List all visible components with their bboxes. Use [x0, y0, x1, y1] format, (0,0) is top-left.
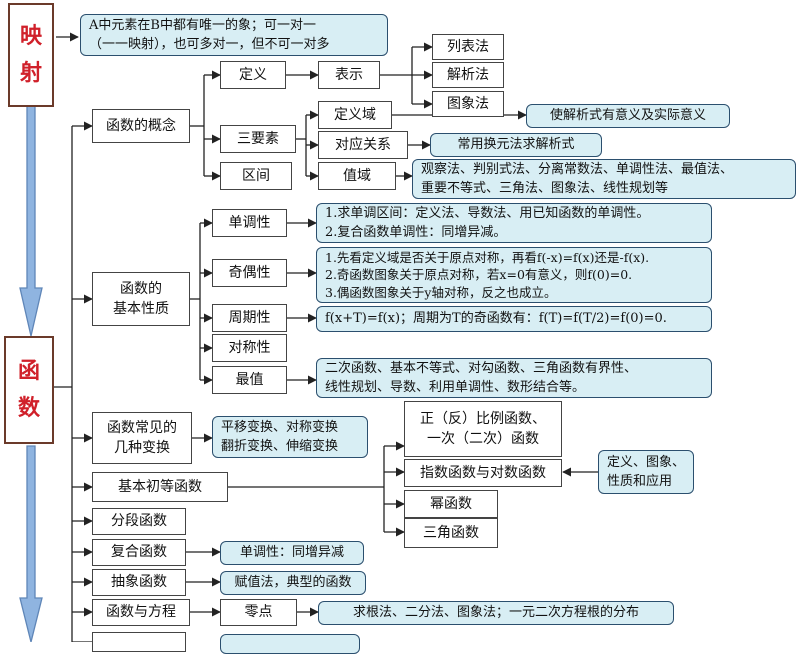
monotonicity-box: 单调性 [212, 209, 287, 237]
zero-box: 零点 [220, 599, 297, 626]
range-note-line-1: 观察法、判别式法、分离常数法、单调性法、最值法、 [421, 161, 734, 177]
periodicity-box: 周期性 [212, 304, 287, 332]
elementary-aspects-line-1: 定义、图象、 [607, 454, 686, 470]
big-arrow-function-down [19, 445, 43, 642]
abstract-note: 赋值法，典型的函数 [220, 571, 366, 595]
representation-box: 表示 [318, 61, 380, 89]
mapping-title-char-1: 映 [19, 22, 42, 49]
elementary-item-linear: 正（反）比例函数、 一次（二次）函数 [404, 401, 562, 457]
mapping-title: 映 射 [8, 3, 54, 107]
composite-note: 单调性：同增异减 [220, 541, 364, 565]
mapping-title-char-2: 射 [19, 60, 42, 86]
transforms-line-1: 函数常见的 [107, 419, 177, 436]
symmetry-box: 对称性 [212, 334, 287, 362]
method-graph-box: 图象法 [432, 91, 504, 117]
properties-line-1: 函数的 [120, 280, 162, 297]
parity-note-line-2: 2.奇函数图象关于原点对称，若x=0有意义，则f(0)=0. [325, 267, 633, 283]
parity-box: 奇偶性 [212, 259, 287, 287]
mapping-definition-line-2: （一一映射），也可多对一，但不可一对多 [89, 37, 330, 52]
elementary-aspects-line-2: 性质和应用 [607, 474, 673, 489]
mapping-definition-line-1: A中元素在B中都有唯一的象；可一对一 [89, 17, 316, 33]
transforms-note-line-2: 翻折变换、伸缩变换 [221, 439, 339, 454]
cutoff-box-bottom [92, 632, 186, 652]
elementary-box: 基本初等函数 [92, 472, 228, 502]
elementary-aspects-note: 定义、图象、 性质和应用 [598, 450, 694, 494]
cutoff-note-bottom [220, 634, 360, 654]
elementary-item-linear-line-1: 正（反）比例函数、 [420, 410, 546, 427]
transforms-note-line-1: 平移变换、对称变换 [221, 419, 339, 435]
piecewise-box: 分段函数 [92, 508, 186, 535]
range-note: 观察法、判别式法、分离常数法、单调性法、最值法、 重要不等式、三角法、图象法、线… [412, 159, 796, 199]
elementary-item-exp-log: 指数函数与对数函数 [404, 459, 562, 487]
function-title: 函 数 [4, 336, 54, 444]
concept-box: 函数的概念 [92, 109, 190, 143]
function-title-char-2: 数 [17, 395, 40, 421]
method-analytic-box: 解析法 [432, 62, 504, 88]
monotonicity-note: 1.求单调区间：定义法、导数法、用已知函数的单调性。 2.复合函数单调性：同增异… [316, 203, 712, 243]
parity-note-line-3: 3.偶函数图象关于y轴对称，反之也成立。 [325, 284, 557, 300]
function-title-char-1: 函 [17, 357, 40, 384]
composite-box: 复合函数 [92, 539, 186, 566]
elementary-item-trig: 三角函数 [404, 518, 498, 548]
method-list-box: 列表法 [432, 34, 504, 60]
mapping-definition-note: A中元素在B中都有唯一的象；可一对一 （一一映射），也可多对一，但不可一对多 [80, 14, 388, 56]
elementary-item-linear-line-2: 一次（二次）函数 [427, 431, 539, 447]
extremum-note-line-2: 线性规划、导数、利用单调性、数形结合等。 [325, 380, 586, 395]
transforms-box: 函数常见的 几种变换 [92, 412, 192, 464]
domain-note: 使解析式有意义及实际意义 [526, 104, 730, 128]
correspondence-note: 常用换元法求解析式 [430, 133, 602, 157]
extremum-note-line-1: 二次函数、基本不等式、对勾函数、三角函数有界性、 [325, 360, 638, 376]
parity-note: 1.先看定义域是否关于原点对称，再看f(-x)=f(x)还是-f(x). 2.奇… [316, 247, 712, 303]
parity-note-line-1: 1.先看定义域是否关于原点对称，再看f(-x)=f(x)还是-f(x). [325, 250, 650, 266]
three-elements-box: 三要素 [220, 125, 296, 153]
correspondence-box: 对应关系 [318, 131, 408, 159]
extremum-box: 最值 [212, 366, 287, 394]
domain-box: 定义域 [318, 101, 392, 129]
interval-box: 区间 [220, 162, 292, 190]
abstract-box: 抽象函数 [92, 569, 186, 596]
monotonicity-note-line-2: 2.复合函数单调性：同增异减。 [325, 225, 507, 240]
definition-box: 定义 [220, 61, 286, 89]
properties-line-2: 基本性质 [113, 301, 169, 317]
transforms-note: 平移变换、对称变换 翻折变换、伸缩变换 [212, 416, 368, 458]
periodicity-note: f(x+T)=f(x)；周期为T的奇函数有：f(T)=f(T/2)=f(0)=0… [316, 306, 712, 332]
transforms-line-2: 几种变换 [114, 440, 170, 456]
range-note-line-2: 重要不等式、三角法、图象法、线性规划等 [421, 181, 669, 196]
monotonicity-note-line-1: 1.求单调区间：定义法、导数法、用已知函数的单调性。 [325, 205, 650, 221]
range-box: 值域 [318, 162, 396, 190]
properties-box: 函数的 基本性质 [92, 272, 190, 326]
big-arrow-mapping-to-function [19, 105, 43, 337]
elementary-item-power: 幂函数 [404, 490, 498, 518]
equations-note: 求根法、二分法、图象法；一元二次方程根的分布 [318, 601, 674, 625]
extremum-note: 二次函数、基本不等式、对勾函数、三角函数有界性、 线性规划、导数、利用单调性、数… [316, 358, 712, 398]
equations-box: 函数与方程 [92, 599, 190, 626]
